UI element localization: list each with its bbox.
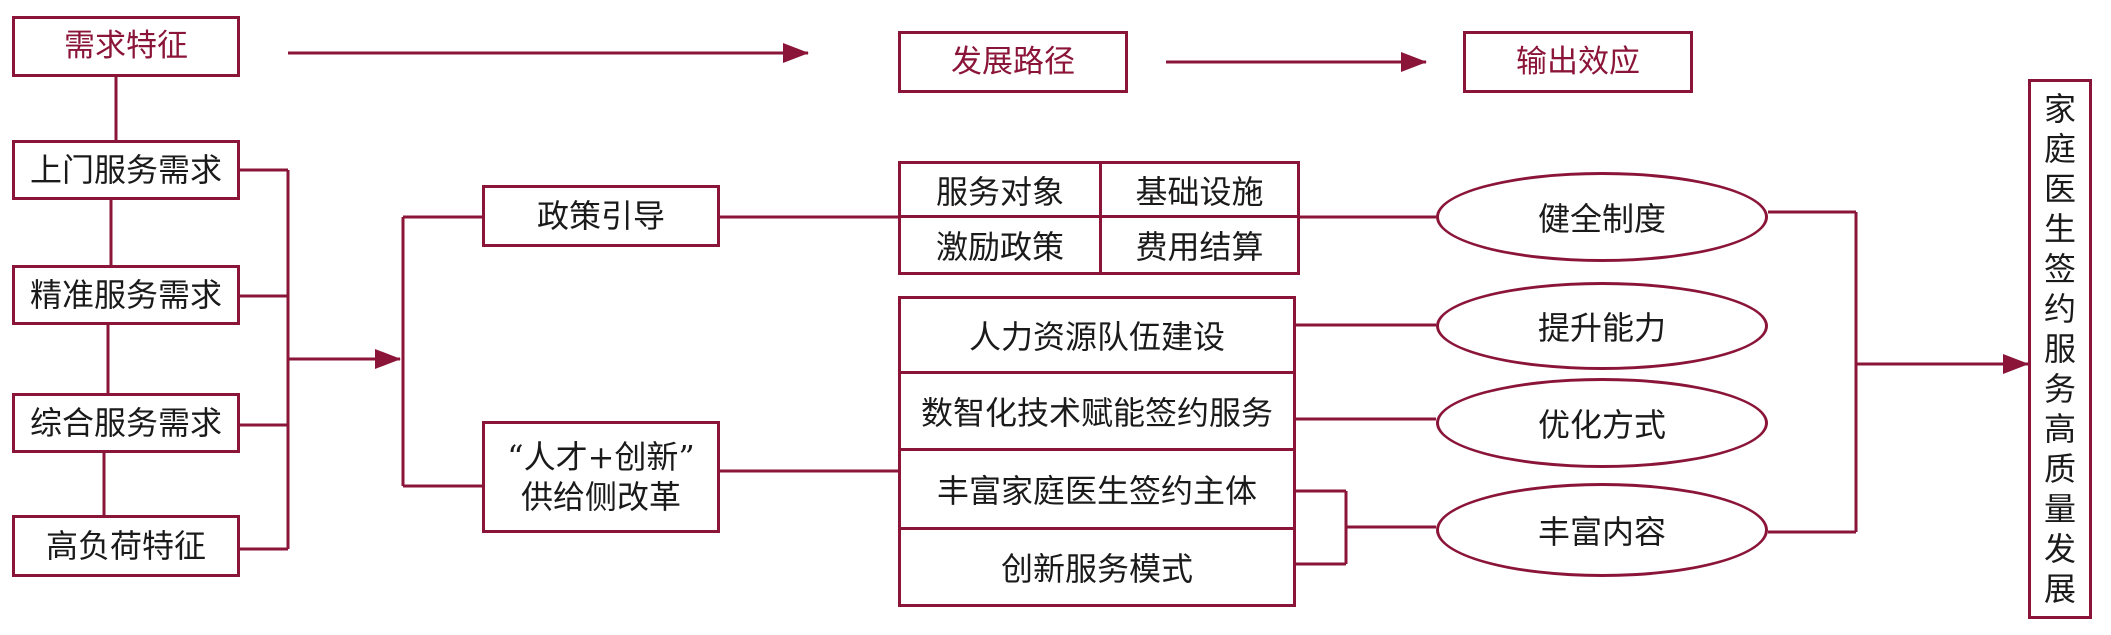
grid-service-target: 服务对象 <box>898 161 1102 218</box>
outcome-char: 医 <box>2043 170 2076 208</box>
effect-optimize-method: 优化方式 <box>1436 378 1768 468</box>
path-supply-side-reform: “人才+创新” 供给侧改革 <box>482 421 720 533</box>
reform-innovative-model: 创新服务模式 <box>898 527 1296 607</box>
outcome-char: 生 <box>2043 210 2076 248</box>
reform-digital-empowerment: 数智化技术赋能签约服务 <box>898 371 1296 451</box>
effect-improve-system: 健全制度 <box>1436 172 1768 262</box>
header-development-path: 发展路径 <box>898 31 1128 93</box>
demand-comprehensive-service: 综合服务需求 <box>12 393 240 453</box>
grid-incentive-policy: 激励政策 <box>898 215 1102 275</box>
outcome-char: 约 <box>2043 290 2076 328</box>
reform-line-1: “人才+创新” <box>507 438 695 476</box>
effect-enrich-content: 丰富内容 <box>1436 483 1768 577</box>
effect-enhance-capability: 提升能力 <box>1436 282 1768 370</box>
outcome-char: 高 <box>2043 410 2076 448</box>
reform-enrich-subjects: 丰富家庭医生签约主体 <box>898 448 1296 530</box>
outcome-char: 发 <box>2043 530 2076 568</box>
grid-fee-settlement: 费用结算 <box>1099 215 1300 275</box>
outcome-char: 签 <box>2043 250 2076 288</box>
outcome-char: 服 <box>2043 330 2076 368</box>
outcome-char: 展 <box>2043 570 2076 608</box>
grid-infrastructure: 基础设施 <box>1099 161 1300 218</box>
demand-high-load: 高负荷特征 <box>12 515 240 577</box>
outcome-char: 质 <box>2043 450 2076 488</box>
outcome-char: 庭 <box>2043 130 2076 168</box>
demand-home-service: 上门服务需求 <box>12 140 240 200</box>
reform-hr-team: 人力资源队伍建设 <box>898 296 1296 374</box>
header-output-effect: 输出效应 <box>1463 31 1693 93</box>
outcome-char: 家 <box>2043 90 2076 128</box>
header-demand-features: 需求特征 <box>12 16 240 77</box>
outcome-char: 量 <box>2043 490 2076 528</box>
outcome-high-quality-development: 家 庭 医 生 签 约 服 务 高 质 量 发 展 <box>2028 79 2092 619</box>
demand-precise-service: 精准服务需求 <box>12 265 240 325</box>
outcome-char: 务 <box>2043 370 2076 408</box>
reform-line-2: 供给侧改革 <box>520 478 681 516</box>
path-policy-guidance: 政策引导 <box>482 185 720 247</box>
